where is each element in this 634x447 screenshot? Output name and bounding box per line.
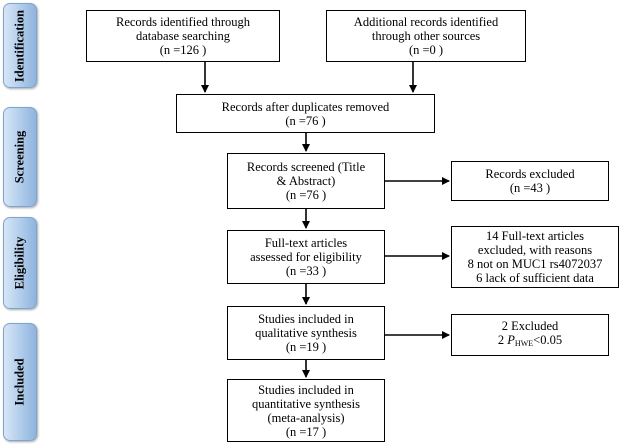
box-records-excluded: Records excluded (n =43 ) — [451, 161, 609, 201]
db-search-line-2: database searching — [135, 29, 231, 43]
qualitative-line-2: qualitative synthesis — [255, 326, 357, 340]
full-text-line-2: assessed for eligibility — [250, 250, 362, 264]
hwe-prefix: 2 — [497, 333, 508, 347]
hwe-line-2: 2 PHWE<0.05 — [498, 333, 562, 351]
box-full-text-assessed: Full-text articles assessed for eligibil… — [227, 230, 385, 284]
box-qualitative-synthesis: Studies included in qualitative synthesi… — [227, 306, 385, 360]
qualitative-line-1: Studies included in — [258, 312, 354, 326]
box-hwe-excluded: 2 Excluded 2 PHWE<0.05 — [451, 314, 609, 356]
quantitative-line-1: Studies included in — [258, 382, 354, 397]
ft-excluded-reason-1: 8 not on MUC1 rs4072037 — [467, 257, 603, 271]
box-full-text-excluded: 14 Full-text articles excluded, with rea… — [451, 226, 619, 288]
other-sources-line-1: Additional records identified — [353, 15, 499, 29]
db-search-count: (n =126 ) — [159, 43, 207, 57]
ft-excluded-line-2: excluded, with reasons — [477, 243, 593, 257]
hwe-line-1: 2 Excluded — [501, 319, 559, 333]
screened-count: (n =76 ) — [285, 188, 327, 202]
box-quantitative-synthesis: Studies included in quantitative synthes… — [227, 379, 385, 442]
stage-eligibility: Eligibility — [3, 217, 37, 309]
hwe-threshold: <0.05 — [533, 333, 563, 347]
box-duplicates-removed: Records after duplicates removed (n =76 … — [176, 94, 435, 133]
hwe-subscript: HWE — [514, 339, 534, 348]
duplicates-line-1: Records after duplicates removed — [221, 99, 390, 114]
other-sources-count: (n =0 ) — [408, 43, 444, 57]
box-records-screened: Records screened (Title & Abstract) (n =… — [227, 153, 385, 209]
excluded-count: (n =43 ) — [509, 181, 551, 195]
quantitative-line-2: quantitative synthesis — [252, 396, 360, 411]
screened-line-1: Records screened (Title — [246, 160, 366, 174]
quantitative-count: (n =17 ) — [285, 424, 327, 439]
stage-identification: Identification — [3, 3, 37, 88]
full-text-count: (n =33 ) — [285, 264, 327, 278]
qualitative-count: (n =19 ) — [285, 340, 327, 354]
other-sources-line-2: through other sources — [371, 29, 481, 43]
hwe-p-symbol: P — [507, 333, 515, 347]
screened-line-2: & Abstract) — [276, 174, 336, 188]
box-other-sources: Additional records identified through ot… — [326, 10, 526, 62]
db-search-line-1: Records identified through — [116, 15, 250, 29]
stage-screening: Screening — [3, 107, 37, 207]
full-text-line-1: Full-text articles — [264, 236, 348, 250]
ft-excluded-line-1: 14 Full-text articles — [486, 229, 584, 243]
box-database-search: Records identified through database sear… — [86, 10, 280, 62]
duplicates-count: (n =76 ) — [285, 113, 326, 128]
stage-included: Included — [3, 323, 37, 441]
ft-excluded-reason-2: 6 lack of sufficient data — [476, 271, 594, 285]
excluded-line-1: Records excluded — [485, 167, 575, 181]
quantitative-line-3: (meta-analysis) — [267, 410, 345, 425]
